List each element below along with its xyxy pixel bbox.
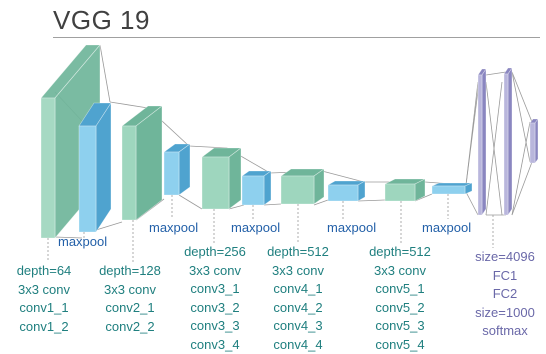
label-line: conv4_1: [260, 280, 336, 299]
label-line: conv3_4: [177, 336, 253, 354]
prism-front: [328, 185, 358, 201]
prism-front: [432, 186, 465, 194]
prism-front: [164, 152, 179, 195]
label-line: conv4_2: [260, 299, 336, 318]
label-line: conv3_1: [177, 280, 253, 299]
maxpool-label: maxpool: [149, 219, 198, 238]
label-line: depth=512: [260, 243, 336, 262]
label-line: 3x3 conv: [177, 262, 253, 281]
block3-label: depth=256 3x3 conv conv3_1 conv3_2 conv3…: [177, 243, 253, 354]
maxpool-label: maxpool: [58, 233, 107, 252]
pool3-layer: [242, 171, 271, 205]
connector-line: [264, 204, 281, 205]
fc1-layer: [478, 69, 486, 215]
label-line: conv1_1: [13, 299, 75, 318]
prism-side: [136, 106, 162, 220]
prism-side: [535, 119, 538, 163]
prism-front: [202, 157, 229, 209]
label-line: 3x3 conv: [362, 262, 438, 281]
maxpool-label: maxpool: [422, 219, 471, 238]
label-line: conv3_3: [177, 317, 253, 336]
connector-line: [179, 195, 202, 209]
conv3-layer: [202, 148, 241, 209]
label-line: size=4096: [468, 248, 542, 267]
fc2-layer: [504, 68, 512, 215]
prism-front: [530, 123, 535, 163]
prism-side: [508, 68, 512, 215]
label-line: conv4_4: [260, 336, 336, 354]
prism-front: [79, 126, 96, 232]
connector-line: [512, 72, 530, 162]
label-line: conv2_1: [93, 299, 167, 318]
prism-front: [41, 98, 55, 238]
connector-line: [358, 200, 385, 201]
prism-side: [179, 144, 190, 195]
prism-front: [122, 126, 136, 220]
label-line: size=1000: [468, 304, 542, 323]
pool1-layer: [79, 103, 111, 232]
label-line: depth=128: [93, 262, 167, 281]
label-line: conv5_2: [362, 299, 438, 318]
label-line: softmax: [468, 322, 542, 341]
conv2-layer: [122, 106, 162, 220]
pool4-layer: [328, 181, 365, 201]
label-line: 3x3 conv: [13, 281, 75, 300]
label-line: conv1_2: [13, 318, 75, 337]
label-line: conv5_1: [362, 280, 438, 299]
label-line: conv4_3: [260, 317, 336, 336]
label-line: depth=256: [177, 243, 253, 262]
block2-label: depth=128 3x3 conv conv2_1 conv2_2: [93, 262, 167, 336]
label-line: 3x3 conv: [93, 281, 167, 300]
softmax-layer: [530, 119, 538, 163]
connector-line: [100, 45, 110, 102]
connector-line: [466, 192, 478, 215]
label-line: conv5_3: [362, 317, 438, 336]
prism-front: [504, 74, 508, 215]
label-line: conv2_2: [93, 318, 167, 337]
block5-label: depth=512 3x3 conv conv5_1 conv5_2 conv5…: [362, 243, 438, 354]
label-line: depth=64: [13, 262, 75, 281]
connector-line: [512, 122, 530, 215]
label-line: conv3_2: [177, 299, 253, 318]
prism-side: [229, 148, 241, 209]
block4-label: depth=512 3x3 conv conv4_1 conv4_2 conv4…: [260, 243, 336, 354]
prism-front: [281, 176, 314, 204]
fc-label: size=4096 FC1 FC2 size=1000 softmax: [468, 248, 542, 341]
prism-side: [264, 171, 271, 205]
pool2-layer: [164, 144, 190, 195]
prism-side: [96, 103, 111, 232]
conv4-layer: [281, 169, 324, 204]
connector-line: [110, 102, 148, 108]
label-line: depth=512: [362, 243, 438, 262]
pool5-layer: [432, 183, 472, 194]
prism-front: [478, 75, 482, 215]
connector-line: [512, 72, 532, 122]
prism-side: [482, 69, 486, 215]
maxpool-label: maxpool: [327, 219, 376, 238]
block1-label: depth=64 3x3 conv conv1_1 conv1_2: [13, 262, 75, 336]
conv5-layer: [385, 179, 425, 201]
label-line: conv5_4: [362, 336, 438, 354]
label-line: 3x3 conv: [260, 262, 336, 281]
connector-line: [322, 171, 364, 182]
maxpool-label: maxpool: [231, 219, 280, 238]
prism-front: [385, 184, 415, 201]
prism-front: [242, 176, 264, 205]
label-line: FC2: [468, 285, 542, 304]
connector-line: [486, 72, 506, 75]
label-line: FC1: [468, 267, 542, 286]
connector-line: [512, 162, 532, 215]
